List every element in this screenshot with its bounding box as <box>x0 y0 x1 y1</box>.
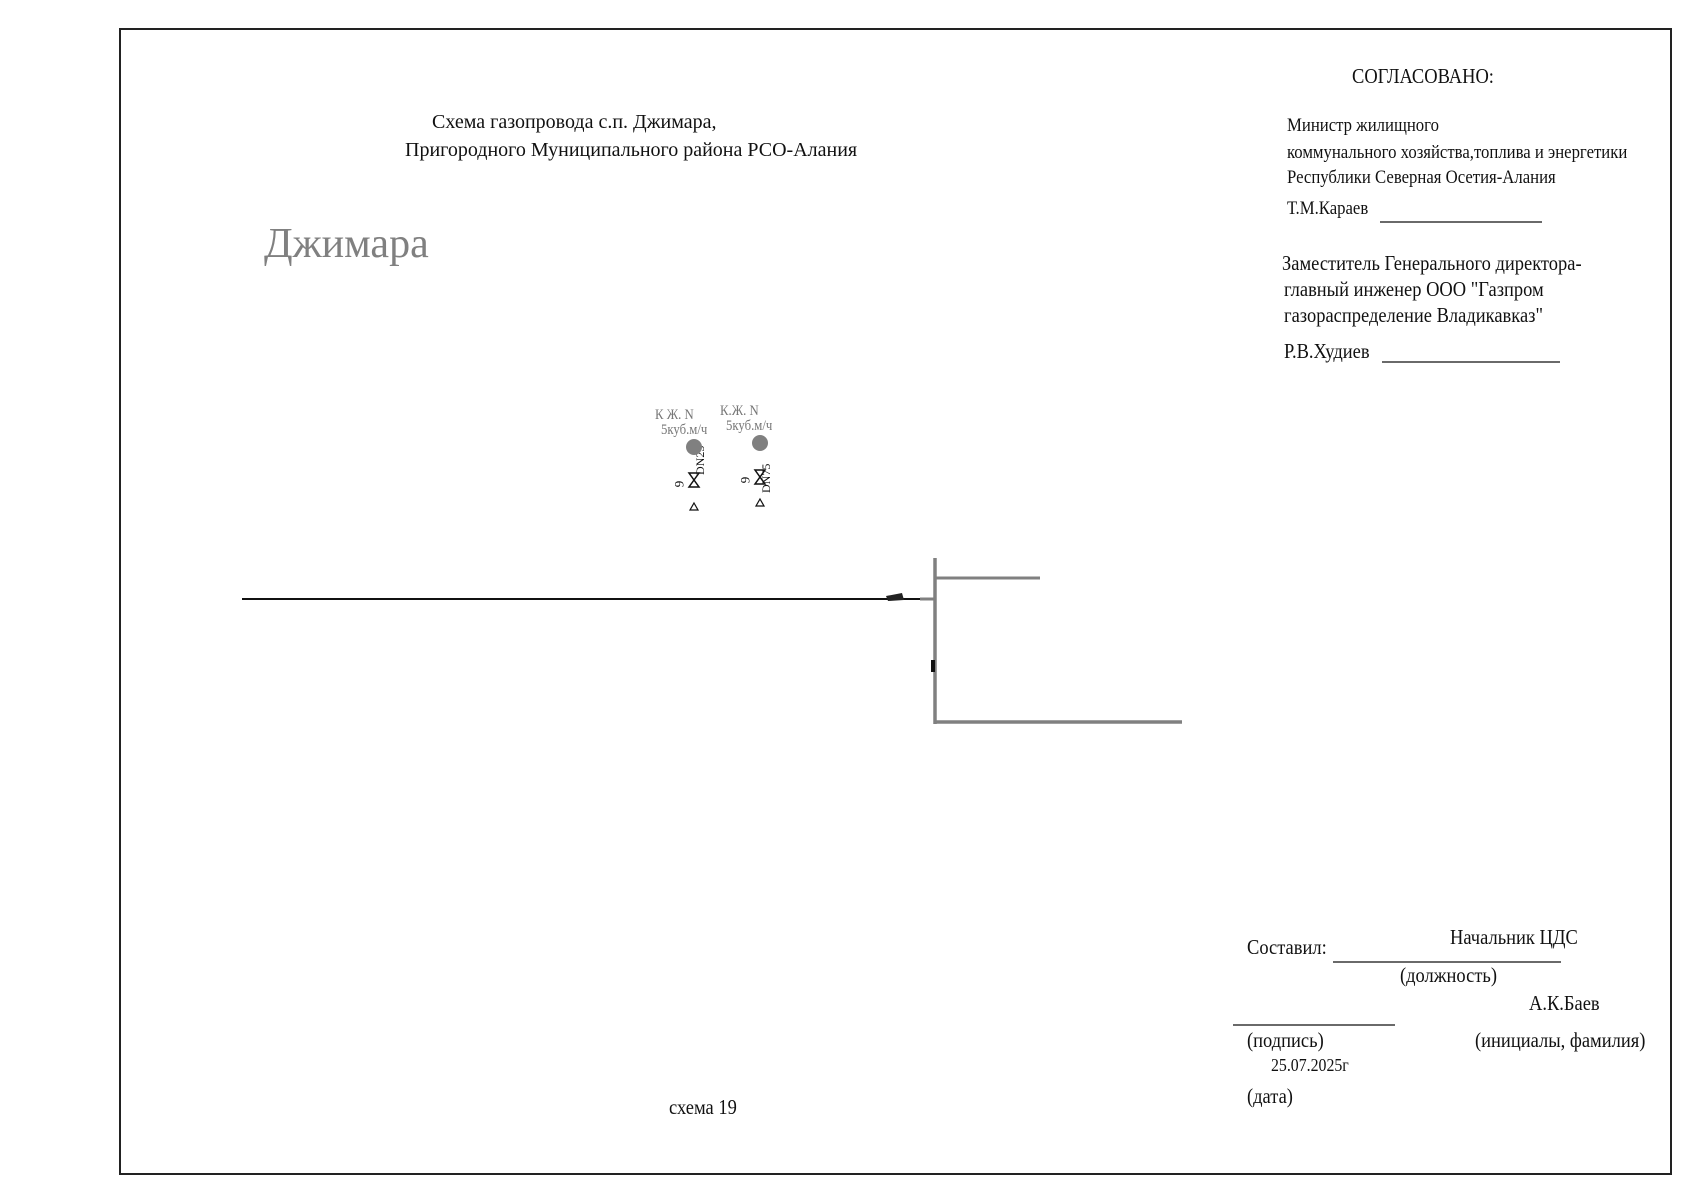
consumer-1-valve-icon <box>687 472 701 488</box>
consumer-2-flow: 5куб.м/ч <box>726 418 773 434</box>
scheme-title-line1: Схема газопровода с.п. Джимара, <box>432 111 717 133</box>
position-caption: (должность) <box>1400 963 1498 987</box>
scheme-number: схема 19 <box>669 1095 737 1119</box>
minister-line2: коммунального хозяйства,топлива и энерге… <box>1287 142 1628 163</box>
name-caption: (инициалы, фамилия) <box>1475 1028 1646 1052</box>
consumer-1-label: К Ж. N <box>655 407 694 423</box>
consumer-2-label: К.Ж. N <box>720 403 759 419</box>
village-name: Джимара <box>264 221 429 267</box>
consumer-1-meter-icon <box>686 439 702 455</box>
consumer-2-outlet-icon <box>754 497 766 507</box>
compiled-label: Составил: <box>1247 935 1327 959</box>
pipe-joint-icon <box>886 593 904 601</box>
minister-line3: Республики Северная Осетия-Алания <box>1287 167 1556 188</box>
date-caption: (дата) <box>1247 1084 1293 1108</box>
date-value: 25.07.2025г <box>1271 1055 1349 1075</box>
signature-caption: (подпись) <box>1247 1028 1324 1052</box>
consumer-1-outlet-icon <box>688 501 700 511</box>
name-value: А.К.Баев <box>1529 991 1600 1015</box>
deputy-line1: Заместитель Генерального директора- <box>1282 251 1582 275</box>
approval-heading: СОГЛАСОВАНО: <box>1352 64 1494 88</box>
position-value: Начальник ЦДС <box>1450 925 1578 949</box>
drawing-frame <box>119 28 1672 1175</box>
scheme-title-line2: Пригородного Муниципального района РСО-А… <box>405 139 858 161</box>
branch-valve-icon <box>931 660 935 672</box>
consumer-1-flow: 5куб.м/ч <box>661 422 708 438</box>
deputy-name: Р.В.Худиев <box>1284 339 1370 363</box>
consumer-2-valve-icon <box>753 469 767 485</box>
minister-line1: Министр жилищного <box>1287 115 1439 136</box>
deputy-line2: главный инженер ООО "Газпром <box>1284 277 1544 301</box>
consumer-2-meter-icon <box>752 435 768 451</box>
minister-name: Т.М.Караев <box>1287 198 1369 219</box>
deputy-line3: газораспределение Владикавказ" <box>1284 303 1543 327</box>
